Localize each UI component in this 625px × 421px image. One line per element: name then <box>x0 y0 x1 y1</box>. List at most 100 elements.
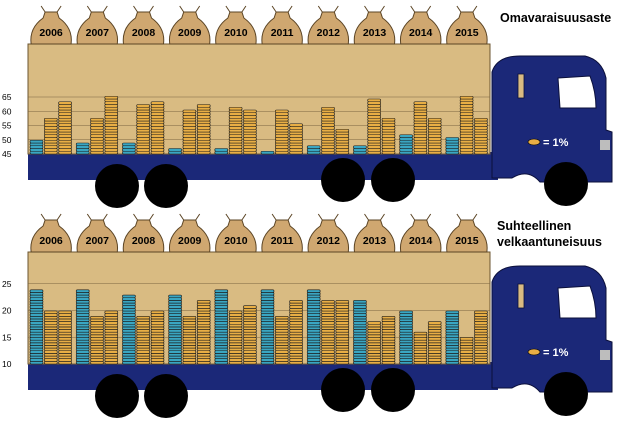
year-sack: 2007 <box>76 5 119 45</box>
coin-stack-bar <box>274 109 289 155</box>
legend-label: = 1% <box>543 347 569 359</box>
year-sack: 2014 <box>399 213 442 253</box>
coin-stack-bar <box>90 117 104 155</box>
sack-tie <box>364 213 385 221</box>
year-label: 2013 <box>363 235 387 247</box>
sack-tie <box>40 213 62 221</box>
year-label: 2006 <box>39 27 63 39</box>
year-sack: 2007 <box>76 213 119 253</box>
coin-stack-bar <box>75 142 90 155</box>
year-sack: 2008 <box>122 213 165 253</box>
year-sack: 2008 <box>122 5 165 45</box>
year-label: 2011 <box>271 27 294 39</box>
y-tick-label: 10 <box>2 359 12 369</box>
sack-tie <box>133 213 154 221</box>
year-label: 2008 <box>132 27 156 39</box>
wheel-1 <box>95 374 139 418</box>
legend-coin-icon <box>527 348 541 356</box>
sack-tie <box>225 213 247 221</box>
coin-stack-bar <box>413 331 428 365</box>
coin-stack-bar <box>182 315 197 365</box>
coin-stack-bar <box>367 321 382 365</box>
coin-stack-bar <box>58 101 72 155</box>
year-sack: 2011 <box>261 5 303 45</box>
chart-title: velkaantuneisuus <box>497 235 602 249</box>
year-label: 2014 <box>409 27 433 39</box>
truck-cab <box>491 265 613 393</box>
coin-stack-bar <box>243 109 257 155</box>
coin-stack-bar <box>274 315 289 365</box>
coin-stack-bar <box>260 150 275 155</box>
coin-stack-bar <box>196 104 211 155</box>
sack-tie <box>86 5 108 13</box>
coin-stack-bar <box>58 310 72 365</box>
coin-stack-bar <box>228 106 243 155</box>
headlight <box>600 350 610 360</box>
year-sack: 2010 <box>215 213 257 253</box>
coin-stack-bar <box>260 289 275 365</box>
year-sack: 2006 <box>30 5 72 45</box>
coin-stack-bar <box>136 315 150 365</box>
coin-stack-bar <box>427 321 442 365</box>
coin-stack-bar <box>399 310 413 365</box>
coin-stack-bar <box>136 104 150 155</box>
coin-stack-bar <box>29 139 44 155</box>
year-label: 2009 <box>178 27 202 39</box>
coin-stack-bar <box>243 305 257 365</box>
coin-stack-bar <box>122 142 136 155</box>
coin-stack-bar <box>306 145 321 155</box>
coin-stack-bar <box>29 289 44 365</box>
year-sack: 2015 <box>446 213 488 253</box>
mirror <box>517 283 525 309</box>
chart-title: Suhteellinen <box>497 219 571 233</box>
y-tick-label: 65 <box>2 92 12 102</box>
coin-stack-bar <box>353 300 367 365</box>
coin-stack-bar <box>306 289 321 365</box>
wheel-5 <box>544 162 588 206</box>
sack-tie <box>225 5 247 13</box>
year-label: 2014 <box>409 235 433 247</box>
wheel-2 <box>144 164 188 208</box>
coin-stack-bar <box>289 123 303 155</box>
year-label: 2010 <box>224 235 248 247</box>
legend-coin-icon <box>527 138 541 146</box>
headlight <box>600 140 610 150</box>
year-sack: 2009 <box>168 213 211 253</box>
coin-stack-bar <box>75 289 90 365</box>
sack-tie <box>40 5 62 13</box>
year-label: 2011 <box>271 235 294 247</box>
wheel-3 <box>321 158 365 202</box>
year-sack: 2010 <box>215 5 257 45</box>
sack-tie <box>456 5 478 13</box>
sack-tie <box>456 213 478 221</box>
year-label: 2009 <box>178 235 202 247</box>
sack-tie <box>410 213 432 221</box>
year-label: 2015 <box>455 235 479 247</box>
sack-tie <box>317 213 339 221</box>
coin-stack-bar <box>104 310 119 365</box>
coin-stack-bar <box>335 300 350 365</box>
coin-stack-bar <box>168 148 182 155</box>
year-label: 2015 <box>455 27 479 39</box>
coin-stack-bar <box>445 310 460 365</box>
year-sack: 2011 <box>261 213 303 253</box>
year-label: 2012 <box>317 235 341 247</box>
sack-tie <box>271 5 293 13</box>
coin-stack-bar <box>381 315 396 365</box>
coin-stack-bar <box>353 145 367 155</box>
year-label: 2006 <box>39 235 63 247</box>
coin-stack-bar <box>335 128 350 155</box>
wheel-5 <box>544 372 588 416</box>
coin-stack-bar <box>474 310 488 365</box>
coin-stack-bar <box>289 300 303 365</box>
sack-tie <box>317 5 339 13</box>
coin-stack-bar <box>196 300 211 365</box>
sack-tie <box>271 213 293 221</box>
year-label: 2010 <box>224 27 248 39</box>
coin-stack-bar <box>321 106 335 155</box>
wheel-4 <box>371 158 415 202</box>
coin-stack-bar <box>168 294 182 365</box>
coin-stack-bar <box>321 300 335 365</box>
